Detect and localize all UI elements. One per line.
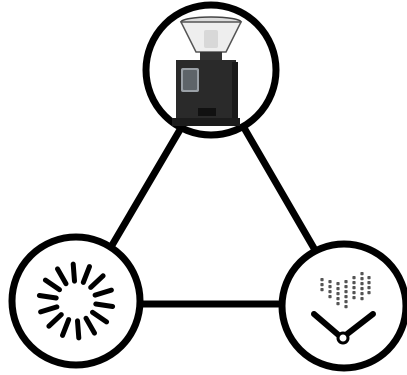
timer-dot bbox=[352, 291, 355, 294]
timer-dot bbox=[336, 302, 339, 305]
timer-dot bbox=[360, 272, 363, 275]
timer-dot bbox=[320, 288, 323, 291]
edge-grinder-burst bbox=[111, 128, 181, 247]
timer-dot bbox=[360, 287, 363, 290]
timer-dot bbox=[336, 297, 339, 300]
timer-dot bbox=[344, 290, 347, 293]
burst-ray bbox=[73, 264, 74, 281]
timer-dot bbox=[352, 296, 355, 299]
timer-dot bbox=[367, 281, 370, 284]
timer-dot bbox=[360, 292, 363, 295]
timer-dot bbox=[352, 281, 355, 284]
node-grinder bbox=[146, 5, 276, 135]
node-timer bbox=[282, 244, 406, 368]
timer-dot bbox=[352, 286, 355, 289]
node-burst bbox=[12, 237, 140, 365]
timer-dot bbox=[336, 282, 339, 285]
timer-dot bbox=[360, 282, 363, 285]
node-timer-circle bbox=[282, 244, 406, 368]
timer-dot bbox=[367, 291, 370, 294]
burst-ray bbox=[39, 296, 56, 299]
edge-grinder-timer bbox=[243, 126, 315, 250]
diagram-edges bbox=[111, 126, 315, 304]
timer-dot bbox=[344, 285, 347, 288]
timer-dot bbox=[367, 276, 370, 279]
timer-dot bbox=[344, 295, 347, 298]
timer-dot bbox=[360, 277, 363, 280]
timer-dot bbox=[352, 276, 355, 279]
timer-dot bbox=[344, 300, 347, 303]
timer-dot bbox=[336, 292, 339, 295]
timer-dot bbox=[344, 305, 347, 308]
timer-dot bbox=[328, 295, 331, 298]
timer-dot bbox=[320, 278, 323, 281]
timer-dot bbox=[367, 286, 370, 289]
timer-dot bbox=[328, 290, 331, 293]
timer-dot bbox=[344, 280, 347, 283]
timer-dot bbox=[320, 283, 323, 286]
burst-ray bbox=[78, 321, 79, 338]
timer-dot bbox=[328, 280, 331, 283]
timer-dot bbox=[336, 287, 339, 290]
burst-ray bbox=[96, 304, 113, 307]
timer-dot bbox=[328, 285, 331, 288]
node-burst-circle bbox=[12, 237, 140, 365]
timer-dot bbox=[360, 297, 363, 300]
